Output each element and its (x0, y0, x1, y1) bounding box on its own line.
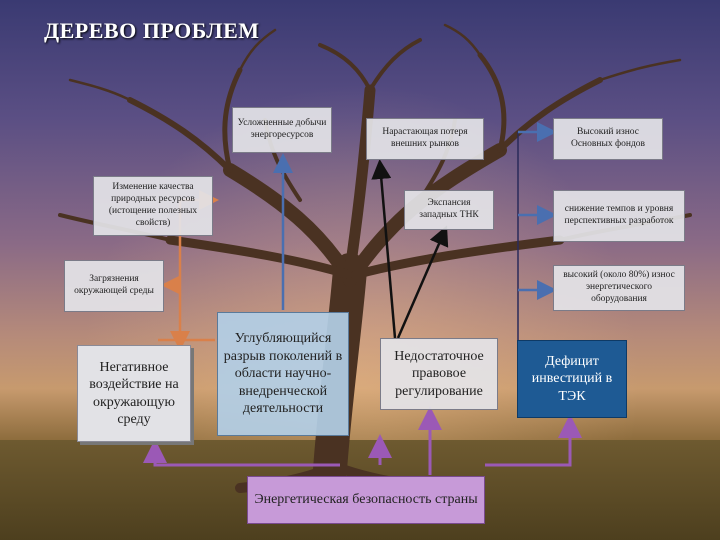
box-expansion-tnk: Экспансия западных ТНК (404, 190, 494, 230)
box-generation-gap: Углубляющийся разрыв поколений в области… (217, 312, 349, 436)
box-investment-deficit: Дефицит инвестиций в ТЭК (517, 340, 627, 418)
box-pollution: Загрязнения окружающей среды (64, 260, 164, 312)
box-complicated-extraction: Усложненные добычи энергоресурсов (232, 107, 332, 153)
box-growing-loss: Нарастающая потеря внешних рынков (366, 118, 484, 160)
box-insufficient-regulation: Недостаточное правовое регулирование (380, 338, 498, 410)
box-high-wear-equipment: высокий (около 80%) износ энергетическог… (553, 265, 685, 311)
box-energy-security: Энергетическая безопасность страны (247, 476, 485, 524)
box-slowdown: снижение темпов и уровня перспективных р… (553, 190, 685, 242)
box-quality-change: Изменение качества природных ресурсов (и… (93, 176, 213, 236)
box-negative-impact: Негативное воздействие на окружающую сре… (77, 345, 191, 442)
box-high-wear-funds: Высокий износ Основных фондов (553, 118, 663, 160)
page-title: ДЕРЕВО ПРОБЛЕМ (44, 18, 260, 43)
